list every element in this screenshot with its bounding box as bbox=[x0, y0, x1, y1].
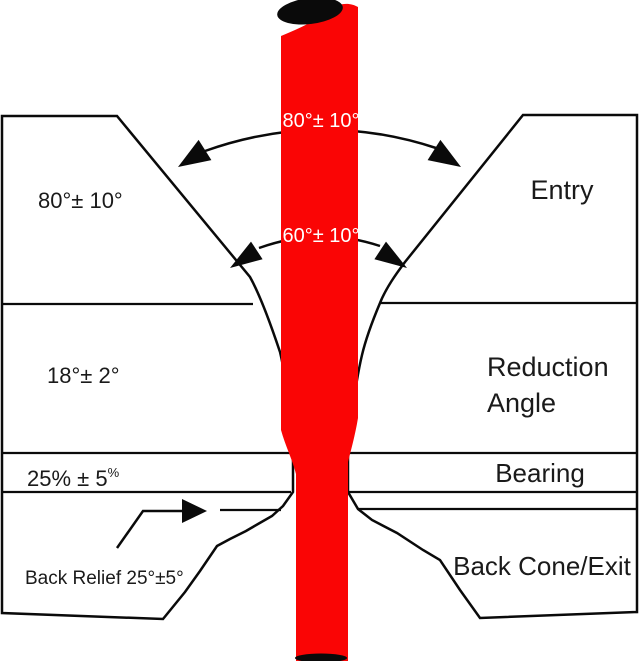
entry-angle-arrowhead-left-icon bbox=[178, 139, 212, 167]
entry-zone-label: Entry bbox=[530, 175, 594, 205]
bearing-length-value-sup: % bbox=[108, 465, 120, 480]
entry-angle-value-label: 80°± 10° bbox=[38, 188, 123, 213]
bearing-zone-label: Bearing bbox=[495, 458, 585, 488]
reduction-zone-label-line2: Angle bbox=[487, 388, 556, 418]
bearing-length-value-label: 25% ± 5% bbox=[27, 465, 120, 491]
blend-included-angle-label: 60°± 10° bbox=[282, 225, 359, 247]
wire-top-tip-blob bbox=[277, 0, 343, 25]
back-relief-leader-line bbox=[115, 509, 183, 549]
blend-angle-arrowhead-left-icon bbox=[230, 241, 263, 268]
right-die-shape bbox=[346, 113, 639, 620]
blend-angle-arrowhead-right-icon bbox=[374, 241, 407, 268]
back-relief-note-label: Back Relief 25°±5° bbox=[25, 568, 184, 589]
back-cone-zone-label: Back Cone/Exit bbox=[453, 551, 632, 581]
entry-included-angle-label: 80°± 10° bbox=[282, 110, 359, 132]
entry-angle-arrowhead-right-icon bbox=[427, 139, 461, 167]
wire-bottom-tip-blob bbox=[295, 653, 347, 661]
back-relief-arrowhead-icon bbox=[182, 499, 207, 523]
reduction-zone-label-line1: Reduction bbox=[487, 352, 609, 382]
wire-shape bbox=[281, 3, 358, 661]
reduction-angle-value-label: 18°± 2° bbox=[47, 363, 120, 388]
bearing-length-value-main: 25% ± 5 bbox=[27, 466, 108, 491]
